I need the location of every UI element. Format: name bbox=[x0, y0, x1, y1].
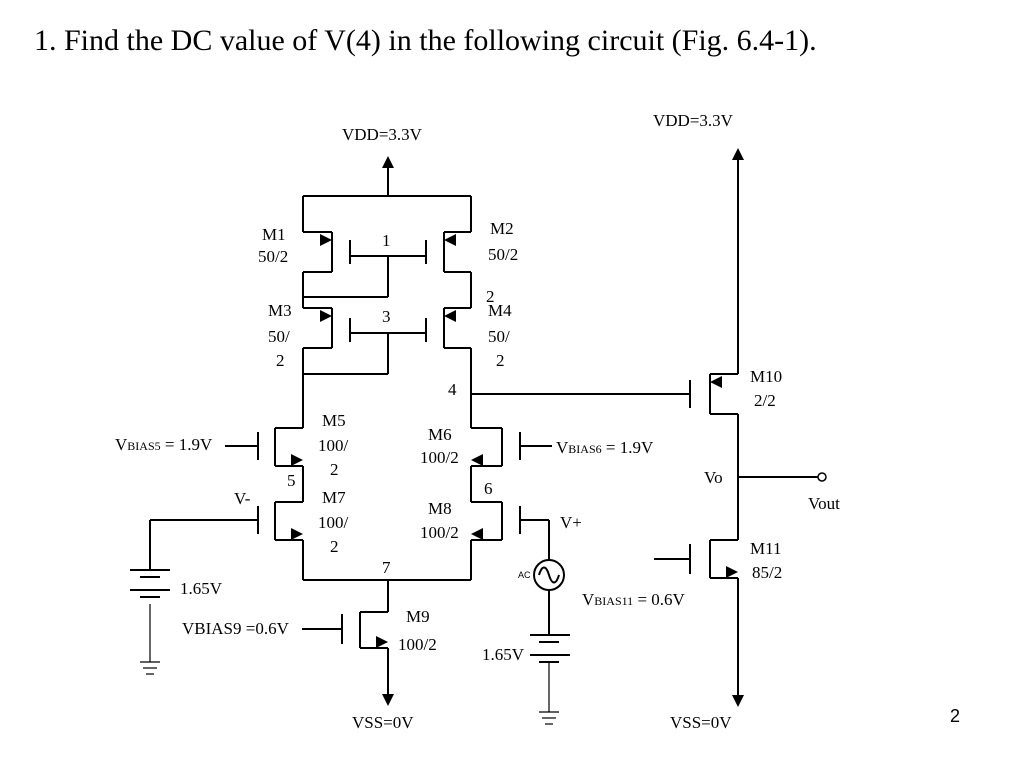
node-5-label: 5 bbox=[287, 471, 296, 490]
m2-size: 50/2 bbox=[488, 245, 518, 264]
vo-label: Vo bbox=[704, 468, 723, 487]
node-6-label: 6 bbox=[484, 479, 493, 498]
vbias9-label: VBIAS9 =0.6V bbox=[182, 619, 290, 638]
vdd-right-label: VDD=3.3V bbox=[653, 111, 734, 130]
m4-name: M4 bbox=[488, 301, 512, 320]
source-right-label: 1.65V bbox=[482, 645, 525, 664]
m1-name: M1 bbox=[262, 225, 286, 244]
vdd-left-label: VDD=3.3V bbox=[342, 125, 423, 144]
m6-name: M6 bbox=[428, 425, 452, 444]
m8-name: M8 bbox=[428, 499, 452, 518]
ac-source-label: AC bbox=[518, 570, 531, 580]
vbias5-label: VBIAS5 = 1.9V bbox=[115, 435, 213, 454]
slide-title: 1. Find the DC value of V(4) in the foll… bbox=[34, 24, 817, 57]
m7-size-top: 100/ bbox=[318, 513, 349, 532]
m5-size-bottom: 2 bbox=[330, 460, 339, 479]
m3-size-top: 50/ bbox=[268, 327, 290, 346]
source-left-label: 1.65V bbox=[180, 579, 223, 598]
vbias6-label: VBIAS6 = 1.9V bbox=[556, 438, 654, 457]
m3-name: M3 bbox=[268, 301, 292, 320]
node-3-label: 3 bbox=[382, 307, 391, 326]
m5-name: M5 bbox=[322, 411, 346, 430]
v-plus-label: V+ bbox=[560, 513, 582, 532]
wires bbox=[130, 148, 827, 725]
node-4-label: 4 bbox=[448, 380, 457, 399]
m4-size-top: 50/ bbox=[488, 327, 510, 346]
m2-name: M2 bbox=[490, 219, 514, 238]
m11-size: 85/2 bbox=[752, 563, 782, 582]
m10-size: 2/2 bbox=[754, 391, 776, 410]
page-number: 2 bbox=[950, 706, 961, 726]
m10-name: M10 bbox=[750, 367, 782, 386]
m4-size-bottom: 2 bbox=[496, 351, 505, 370]
vout-label: Vout bbox=[808, 494, 840, 513]
node-1-label: 1 bbox=[382, 231, 391, 250]
v-minus-label: V- bbox=[234, 489, 251, 508]
vss-right-label: VSS=0V bbox=[670, 713, 732, 732]
m9-name: M9 bbox=[406, 607, 430, 626]
vbias11-label: VBIAS11 = 0.6V bbox=[582, 590, 686, 609]
circuit-labels: VDD=3.3V VDD=3.3V VSS=0V VSS=0V M1 50/2 … bbox=[115, 111, 840, 732]
node-2-label: 2 bbox=[486, 287, 495, 306]
m7-name: M7 bbox=[322, 488, 346, 507]
m11-name: M11 bbox=[750, 539, 782, 558]
node-7-label: 7 bbox=[382, 558, 391, 577]
m9-size: 100/2 bbox=[398, 635, 437, 654]
m3-size-bottom: 2 bbox=[276, 351, 285, 370]
m1-size: 50/2 bbox=[258, 247, 288, 266]
m8-size: 100/2 bbox=[420, 523, 459, 542]
m7-size-bottom: 2 bbox=[330, 537, 339, 556]
vss-left-label: VSS=0V bbox=[352, 713, 414, 732]
m6-size: 100/2 bbox=[420, 448, 459, 467]
m5-size-top: 100/ bbox=[318, 436, 349, 455]
